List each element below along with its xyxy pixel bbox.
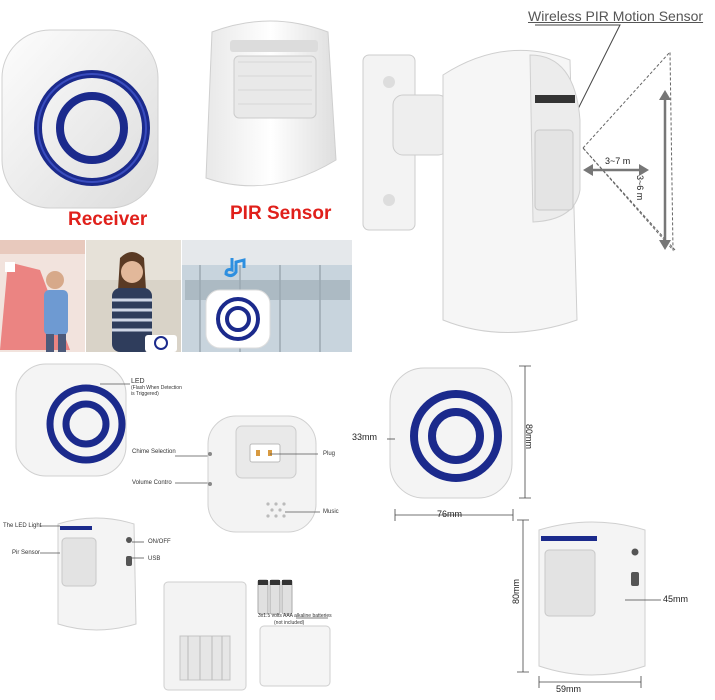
sensor-mount-scene	[362, 24, 676, 333]
battery-illustration	[163, 579, 331, 691]
receiver-dimension-illustration	[389, 367, 513, 499]
usb-label: USB	[148, 556, 161, 562]
detection-cone	[582, 50, 674, 252]
led-label: LED	[131, 378, 145, 385]
receiver-dimension-view	[388, 366, 514, 502]
receiver-height: 80mm	[524, 424, 534, 450]
receiver-back-illustration	[207, 415, 317, 533]
led-light-label: The LED Light	[3, 523, 42, 529]
sensor-front-illustration	[57, 517, 137, 631]
on-off-label: ON/OFF	[148, 539, 171, 545]
sensor-width: 59mm	[556, 684, 582, 694]
volume-control-label: Volume Contro	[132, 480, 172, 486]
photo-strip	[0, 240, 352, 352]
detection-height: 3~6 m	[635, 175, 645, 201]
receiver-title: Receiver	[68, 209, 148, 230]
battery-note-line1: 3x1.5 volts AAA alkaline batteries	[258, 613, 332, 619]
sensor-dimension-lines	[517, 519, 661, 688]
battery-note-line2: (not included)	[274, 620, 305, 626]
receiver-width: 76mm	[437, 509, 463, 519]
receiver-back-callout-lines	[270, 453, 320, 513]
led-note-1: (Flash When Detection	[131, 385, 182, 391]
header-title: Wireless PIR Motion Sensor	[528, 8, 704, 24]
sensor-callout-lines	[40, 525, 144, 559]
sensor-dimension-view	[537, 516, 647, 680]
pir-sensor-device-top	[198, 10, 343, 195]
music-label: Music	[323, 509, 339, 515]
receiver-front-view	[14, 362, 128, 480]
receiver-front-illustration	[15, 363, 127, 477]
chime-selection-label: Chime Selection	[132, 449, 176, 455]
sensor-dimension-illustration	[538, 521, 646, 676]
receiver-dimension-lines	[387, 365, 531, 521]
usage-photos	[0, 240, 352, 352]
sensor-front-view	[56, 514, 138, 634]
receiver-illustration	[1, 29, 159, 209]
battery-compartment-view	[160, 576, 331, 694]
sensor-height: 80mm	[511, 578, 521, 604]
pir-sensor-title: PIR Sensor	[230, 203, 332, 224]
pir-sensor-label: Pir Sensor	[12, 550, 41, 556]
detection-distance: 3~7 m	[605, 156, 631, 166]
plug-label: Plug	[323, 451, 336, 457]
receiver-back-view	[206, 414, 318, 534]
receiver-device-top	[0, 28, 160, 213]
led-note-2: is Triggered)	[131, 391, 159, 397]
receiver-depth: 33mm	[352, 432, 378, 442]
sensor-depth: 45mm	[663, 594, 689, 604]
pir-sensor-illustration	[205, 20, 337, 187]
